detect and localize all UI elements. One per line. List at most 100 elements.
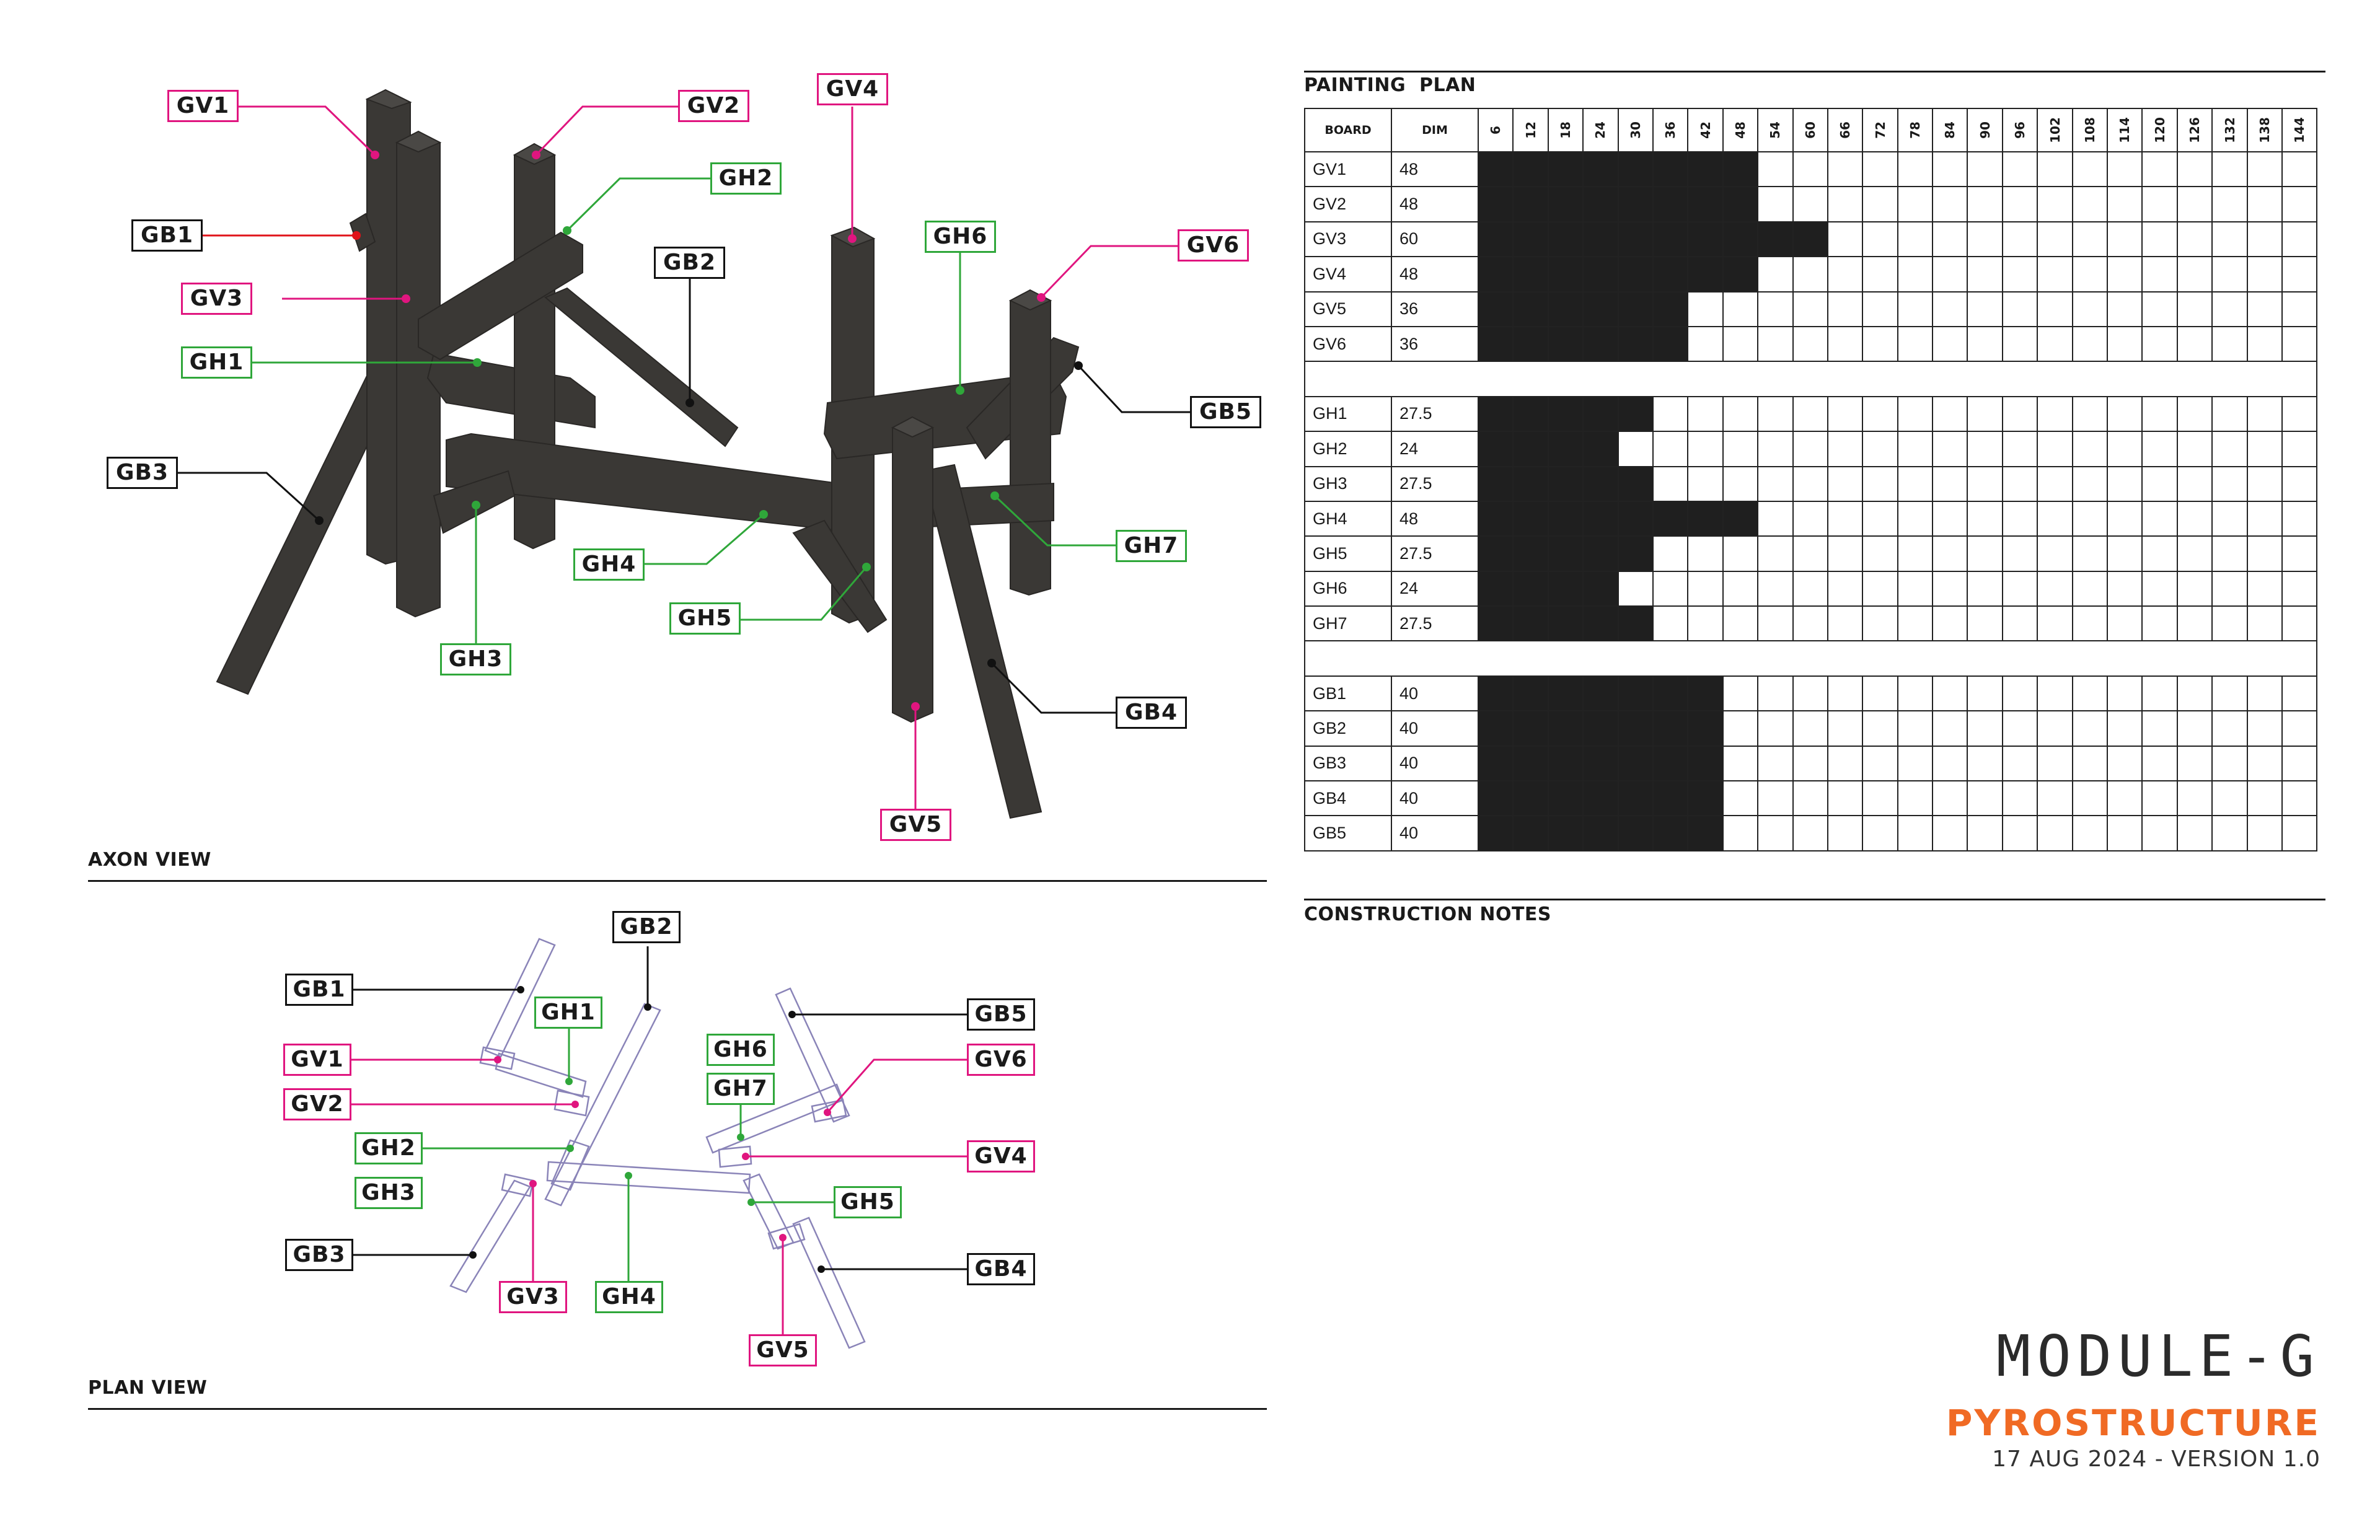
column-header: 144 — [2281, 108, 2318, 152]
paint-cell — [1862, 745, 1898, 782]
paint-cell — [2211, 256, 2248, 293]
paint-cell — [2281, 256, 2318, 293]
paint-cell — [2176, 500, 2213, 537]
paint-cell — [2107, 500, 2143, 537]
paint-cell — [1897, 605, 1934, 642]
plan-tag-gh5: GH5 — [834, 1186, 902, 1218]
paint-cell — [2037, 570, 2073, 607]
paint-cell — [1757, 395, 1794, 433]
paint-cell — [2037, 535, 2073, 572]
axon-view-label: AXON VIEW — [88, 849, 211, 871]
column-header: 18 — [1547, 108, 1584, 152]
axon-view-rule — [88, 880, 1267, 882]
paint-cell — [1792, 221, 1828, 258]
paint-cell — [1652, 465, 1689, 502]
board-name: GB1 — [1304, 675, 1392, 712]
paint-cell — [2071, 256, 2109, 293]
paint-cell — [1827, 291, 1864, 327]
painting-plan-label: PAINTING PLAN — [1304, 74, 1476, 96]
paint-cell — [1547, 465, 1584, 502]
column-header: 66 — [1827, 108, 1864, 152]
paint-cell — [2211, 815, 2248, 851]
paint-cell — [1722, 605, 1759, 642]
paint-cell — [1862, 500, 1898, 537]
paint-cell — [2037, 500, 2073, 537]
paint-cell — [1792, 151, 1828, 188]
paint-cell — [1897, 780, 1934, 817]
paint-cell — [1547, 815, 1584, 851]
paint-cell — [1652, 535, 1689, 572]
paint-cell — [2176, 256, 2213, 293]
paint-cell — [2246, 815, 2283, 851]
paint-cell — [1617, 291, 1654, 327]
paint-cell — [1582, 325, 1619, 363]
paint-cell — [1722, 221, 1759, 258]
paint-cell — [1932, 431, 1968, 467]
paint-cell — [2141, 221, 2178, 258]
paint-cell — [1512, 780, 1549, 817]
paint-cell — [1687, 780, 1724, 817]
column-header-label: 42 — [1698, 121, 1713, 139]
paint-cell — [2211, 395, 2248, 433]
paint-cell — [1827, 570, 1864, 607]
column-header-label: 54 — [1768, 121, 1783, 139]
paint-cell — [1897, 291, 1934, 327]
paint-cell — [1792, 815, 1828, 851]
paint-cell — [2246, 570, 2283, 607]
paint-cell — [1617, 465, 1654, 502]
paint-cell — [2211, 500, 2248, 537]
paint-cell — [2071, 395, 2109, 433]
paint-cell — [1477, 186, 1514, 222]
column-header-label: 48 — [1732, 121, 1748, 139]
column-header: 102 — [2037, 108, 2073, 152]
paint-cell — [1862, 186, 1898, 222]
paint-cell — [1862, 256, 1898, 293]
painting-plan-rule — [1304, 71, 2325, 73]
paint-cell — [1617, 815, 1654, 851]
paint-cell — [2246, 151, 2283, 188]
paint-cell — [1792, 535, 1828, 572]
paint-cell — [1792, 291, 1828, 327]
column-header-label: 78 — [1907, 121, 1923, 139]
paint-cell — [1582, 570, 1619, 607]
column-header: 30 — [1617, 108, 1654, 152]
paint-cell — [1932, 535, 1968, 572]
column-header: 54 — [1757, 108, 1794, 152]
paint-cell — [1932, 710, 1968, 747]
paint-cell — [1652, 325, 1689, 363]
paint-cell — [1512, 465, 1549, 502]
paint-cell — [2107, 815, 2143, 851]
paint-cell — [1617, 710, 1654, 747]
paint-cell — [1932, 675, 1968, 712]
column-header-label: 144 — [2292, 117, 2307, 143]
paint-cell — [2246, 186, 2283, 222]
paint-cell — [1687, 535, 1724, 572]
construction-notes-label: CONSTRUCTION NOTES — [1304, 904, 1552, 925]
paint-cell — [1932, 500, 1968, 537]
paint-cell — [1897, 745, 1934, 782]
paint-cell — [2281, 780, 2318, 817]
paint-cell — [1897, 325, 1934, 363]
axon-board-gh5 — [792, 519, 888, 633]
paint-cell — [1652, 780, 1689, 817]
paint-cell — [1617, 605, 1654, 642]
paint-cell — [2246, 535, 2283, 572]
column-header-label: 24 — [1593, 121, 1608, 139]
paint-cell — [1967, 431, 2003, 467]
paint-cell — [1967, 500, 2003, 537]
paint-cell — [1547, 675, 1584, 712]
paint-cell — [2281, 815, 2318, 851]
paint-cell — [2141, 256, 2178, 293]
axon-tag-gb2: GB2 — [654, 247, 725, 279]
paint-cell — [1757, 151, 1794, 188]
paint-cell — [2001, 815, 2038, 851]
paint-cell — [1687, 221, 1724, 258]
paint-cell — [2107, 395, 2143, 433]
paint-cell — [2107, 431, 2143, 467]
paint-cell — [2107, 465, 2143, 502]
paint-cell — [1757, 500, 1794, 537]
paint-cell — [1617, 325, 1654, 363]
